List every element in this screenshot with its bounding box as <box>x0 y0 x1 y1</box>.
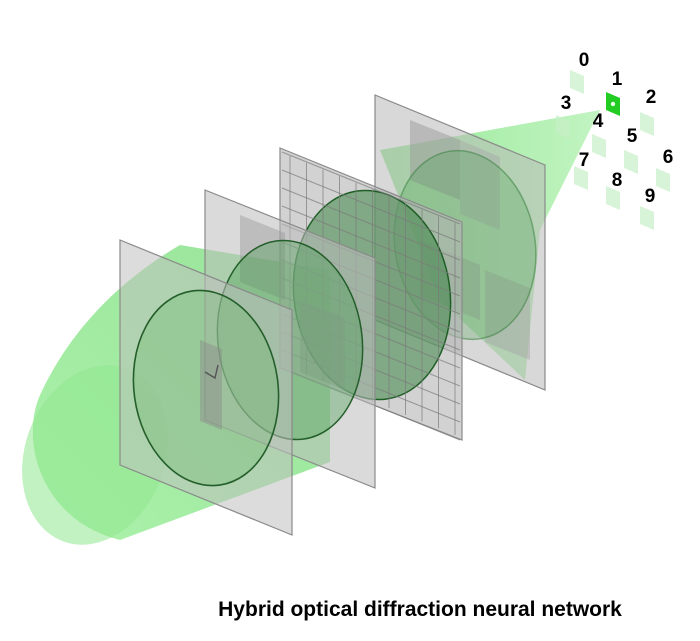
detector-plane: 0 1 2 34 5 6 7 8 9 <box>556 50 673 230</box>
diagram-caption: Hybrid optical diffraction neural networ… <box>218 598 622 621</box>
detector-9 <box>640 206 654 230</box>
detector-8 <box>606 186 620 210</box>
detector-label-2: 2 <box>646 87 657 108</box>
detector-label-6: 6 <box>663 147 674 168</box>
detector-0 <box>570 70 584 94</box>
detector-label-8: 8 <box>612 170 623 191</box>
detector-5 <box>624 150 638 174</box>
diffractive-layer-1 <box>119 239 293 536</box>
detector-4 <box>592 134 606 158</box>
detector-2 <box>640 112 654 136</box>
detector-7 <box>574 166 588 190</box>
detector-label-5: 5 <box>627 126 638 147</box>
detector-label-1: 1 <box>612 69 623 90</box>
detector-3 <box>556 115 570 139</box>
detector-label-7: 7 <box>579 150 590 171</box>
detector-6 <box>656 168 670 192</box>
detector-1-spot <box>610 101 616 107</box>
detector-label-3: 3 <box>561 93 572 114</box>
detector-label-0: 0 <box>579 50 590 71</box>
detector-label-9: 9 <box>645 186 656 207</box>
detector-label-4: 4 <box>593 111 604 132</box>
